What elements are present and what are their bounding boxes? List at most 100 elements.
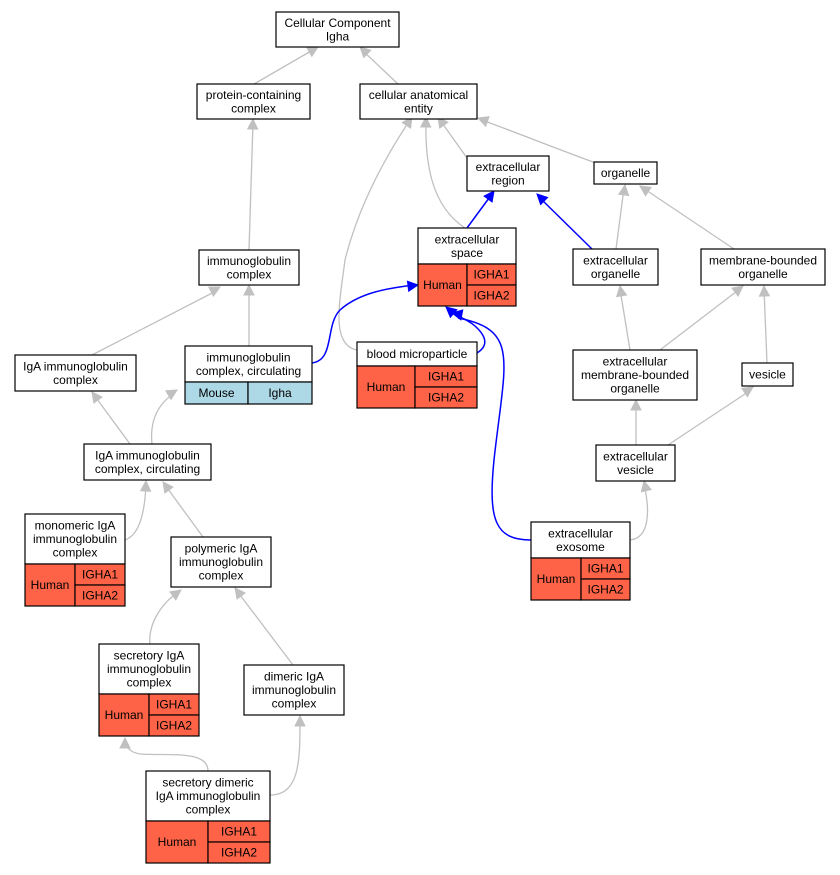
node-label-line: extracellular: [603, 449, 668, 463]
node-label-line: immunoglobulin: [206, 350, 290, 364]
edge-membrane_bounded_organelle-to-organelle: [639, 185, 735, 250]
edge-protein_complex-to-cc_root: [253, 46, 319, 85]
node-label-box: [700, 248, 826, 286]
edge-ig_complex_circulating-to-immunoglobulin_complex: [243, 283, 255, 346]
node-label-line: region: [491, 173, 524, 187]
node-label-line: extracellular: [435, 232, 500, 246]
node-label-box: [196, 83, 311, 120]
edge-iga_complex_circulating-to-ig_complex_circulating: [150, 389, 178, 445]
species-label: Human: [31, 578, 70, 592]
gene-label: IGHA1: [82, 568, 118, 582]
node-label-line: complex: [53, 546, 98, 560]
species-label: Human: [367, 380, 406, 394]
gene-label: IGHA2: [587, 583, 623, 597]
gene-label: IGHA1: [156, 698, 192, 712]
node-label-line: secretory IgA: [114, 649, 185, 663]
node-label-box: [356, 341, 478, 367]
edge-ec_membrane_organelle-to-extracellular_organelle: [615, 284, 631, 351]
gene-cell: [74, 584, 126, 607]
node-label-box: [14, 354, 137, 392]
node-label-box: [466, 155, 550, 192]
edge-cellular_entity-to-cc_root: [359, 46, 399, 85]
gene-label: IGHA1: [587, 562, 623, 576]
edge-dimeric_iga-to-polymeric_iga: [234, 587, 294, 666]
node-label-line: extracellular: [548, 526, 613, 540]
species-cell: [417, 263, 468, 307]
node-label-line: complex, circulating: [196, 364, 301, 378]
node-label-line: membrane-bounded: [709, 253, 817, 267]
node-label-line: immunoglobulin: [179, 555, 263, 569]
edge-extracellular_exosome-to-extracellular_space: [450, 309, 532, 541]
edge-polymeric_iga-to-iga_complex_circulating: [162, 481, 204, 538]
node-label-line: dimeric IgA: [264, 670, 324, 684]
node-label-line: complex: [272, 697, 317, 711]
node-label-box: [530, 521, 631, 559]
node-label-line: extracellular: [476, 160, 541, 174]
node-label-line: complex: [227, 267, 272, 281]
edge-secretory_dimeric_iga-to-secretory_iga: [119, 736, 209, 772]
node-organelle[interactable]: organelle: [593, 161, 658, 185]
edge-immunoglobulin_complex-to-protein_complex: [246, 117, 259, 251]
node-label-box: [572, 349, 698, 401]
node-label-line: membrane-bounded: [581, 368, 689, 382]
node-label-line: monomeric IgA: [35, 519, 116, 533]
node-label-box: [741, 362, 794, 387]
node-label-line: extracellular: [603, 355, 668, 369]
gene-cell: [466, 284, 517, 307]
node-label-box: [83, 443, 212, 481]
node-label-line: immunoglobulin: [252, 683, 336, 697]
species-cell: [24, 563, 76, 607]
species-label: Human: [423, 278, 462, 292]
gene-label: IGHA1: [473, 268, 509, 282]
edge-extracellular_vesicle-to-vesicle: [667, 386, 754, 446]
node-label-box: [359, 83, 478, 120]
node-label-line: Igha: [326, 29, 350, 43]
species-label: Human: [158, 835, 197, 849]
edge-extracellular_exosome-to-extracellular_vesicle: [629, 479, 653, 541]
node-label-line: immunoglobulin: [33, 532, 117, 546]
node-vesicle[interactable]: vesicle: [741, 362, 794, 387]
node-label-line: cellular anatomical: [369, 88, 468, 102]
gene-label: IGHA1: [428, 370, 464, 384]
node-label-line: complex: [127, 676, 172, 690]
gene-label: IGHA2: [82, 589, 118, 603]
gene-cell: [414, 386, 478, 409]
node-secretory-iga[interactable]: secretory IgAimmunoglobulincomplexHumanI…: [98, 643, 200, 737]
node-label-line: polymeric IgA: [185, 542, 258, 556]
node-label-line: space: [451, 246, 483, 260]
gene-label: IGHA2: [428, 391, 464, 405]
node-label-box: [170, 536, 272, 588]
node-label-box: [243, 664, 345, 716]
edge-organelle-to-cellular_entity: [476, 116, 597, 164]
species-cell: [356, 365, 416, 409]
species-cell: [145, 820, 209, 864]
node-label-line: IgA immunoglobulin: [95, 448, 200, 462]
node-monomeric-iga[interactable]: monomeric IgAimmunoglobulincomplexHumanI…: [24, 513, 126, 607]
edge-extracellular_space-to-extracellular_region: [466, 190, 495, 229]
node-label-box: [98, 643, 200, 695]
node-label-line: IgA immunoglobulin: [23, 359, 128, 373]
node-label-line: extracellular: [583, 253, 648, 267]
node-label-box: [24, 513, 126, 565]
node-label-box: [184, 345, 313, 383]
edge-ig_complex_circulating-to-extracellular_space: [311, 280, 420, 364]
